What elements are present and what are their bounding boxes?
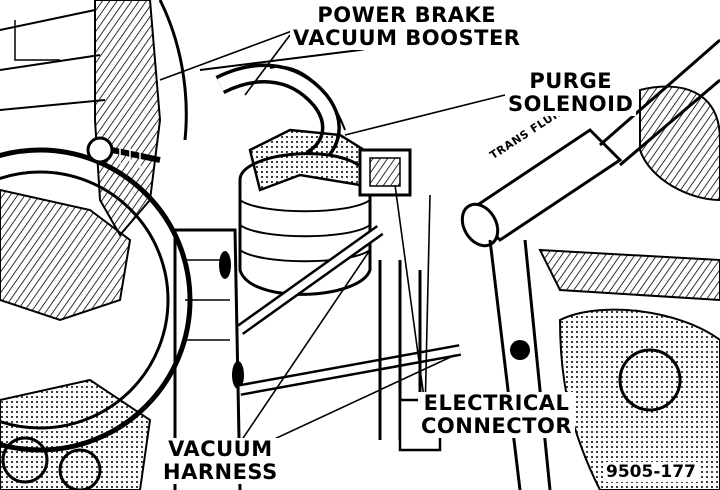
power-brake-vacuum-booster-label: POWER BRAKE VACUUM BOOSTER [290, 3, 524, 50]
purge-solenoid-line-1: PURGE [529, 69, 613, 93]
vacuum-harness-label: VACUUM HARNESS [160, 438, 281, 484]
power-brake-vacuum-booster-line-2: VACUUM BOOSTER [293, 26, 521, 50]
purge-solenoid-label: PURGE SOLENOID [505, 69, 637, 116]
electrical-connector-line-2: CONNECTOR [421, 414, 573, 438]
vacuum-harness-line-2: HARNESS [163, 460, 278, 484]
left-ring-component [0, 147, 193, 490]
electrical-connector-label: ELECTRICAL CONNECTOR [418, 391, 576, 438]
right-side-components [510, 85, 720, 490]
figure-number: 9505-177 [604, 462, 698, 482]
electrical-connector-line-1: ELECTRICAL [423, 391, 570, 415]
left-hatched-panel [0, 0, 162, 237]
leader-lines [159, 27, 506, 456]
purge-solenoid-line-2: SOLENOID [508, 92, 634, 116]
mounting-bolt [86, 136, 161, 168]
vacuum-harness-line-1: VACUUM [168, 437, 273, 461]
power-brake-vacuum-booster-line-1: POWER BRAKE [317, 3, 497, 27]
trans-fluid-dipstick [460, 38, 720, 490]
